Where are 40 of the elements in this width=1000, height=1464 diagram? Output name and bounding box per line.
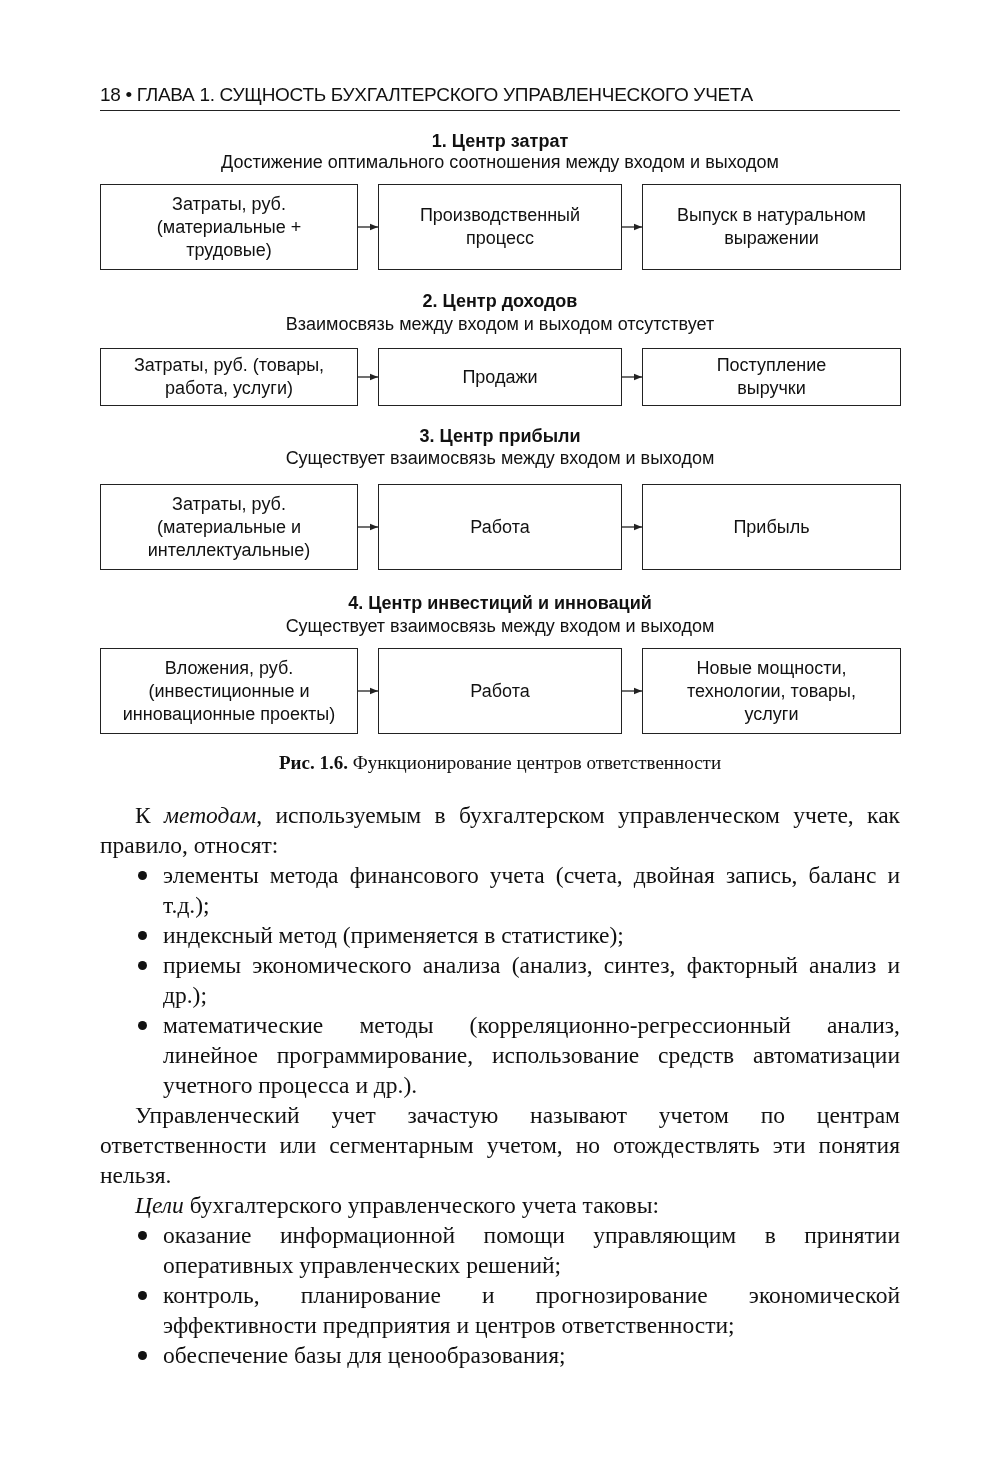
process-box: Вложения, руб. (инвестиционные и инновационные проекты) bbox=[100, 648, 358, 734]
bullet-item: математические методы (корреляционно-регрессионный анализ, линейное программирование, использование средств автоматизации учетного процесса и др.). bbox=[100, 1010, 900, 1100]
process-box: Поступление выручки bbox=[642, 348, 901, 406]
process-box: Работа bbox=[378, 484, 622, 570]
process-box: Новые мощности, технологии, товары, услуги bbox=[642, 648, 901, 734]
arrow bbox=[357, 223, 379, 231]
paragraph: Управленческий учет зачастую называют учетом по центрам ответственности или сегментарным учетом, но отождествлять эти понятия нельзя. bbox=[100, 1101, 900, 1190]
process-box: Затраты, руб. (товары, работа, услуги) bbox=[100, 348, 358, 406]
bullet-item: оказание информационной помощи управляющим в принятии оперативных управленческих решений; bbox=[100, 1220, 900, 1280]
section-subtitle: Существует взаимосвязь между входом и выходом bbox=[284, 616, 716, 637]
process-box: Затраты, руб. (материальные + трудовые) bbox=[100, 184, 358, 270]
figure-caption: Рис. 1.6. Функционирование центров ответственности bbox=[277, 752, 723, 774]
arrow bbox=[357, 373, 379, 381]
process-box: Выпуск в натуральном выражении bbox=[642, 184, 901, 270]
bullet-item: контроль, планирование и прогнозирование экономической эффективности предприятия и центров ответственности; bbox=[100, 1280, 900, 1340]
bullet-item: обеспечение базы для ценообразования; bbox=[100, 1340, 900, 1370]
bullet-item: индексный метод (применяется в статистике); bbox=[100, 920, 900, 950]
bullet-item: приемы экономического анализа (анализ, синтез, факторный анализ и др.); bbox=[100, 950, 900, 1010]
section-heading: 4. Центр инвестиций и инноваций bbox=[347, 593, 653, 614]
arrow bbox=[357, 687, 379, 695]
process-box: Производственный процесс bbox=[378, 184, 622, 270]
paragraph: К методам, используемым в бухгалтерском управленческом учете, как правило, относят: bbox=[100, 801, 900, 860]
arrow bbox=[621, 373, 643, 381]
arrow bbox=[621, 223, 643, 231]
section-subtitle: Взаимосвязь между входом и выходом отсутствует bbox=[284, 314, 716, 335]
process-box: Прибыль bbox=[642, 484, 901, 570]
bullet-item: элементы метода финансового учета (счета, двойная запись, баланс и т.д.); bbox=[100, 860, 900, 920]
arrow bbox=[621, 523, 643, 531]
paragraph: Цели бухгалтерского управленческого учета таковы: bbox=[134, 1191, 660, 1220]
section-heading: 1. Центр затрат bbox=[430, 131, 570, 152]
process-box: Продажи bbox=[378, 348, 622, 406]
process-box: Работа bbox=[378, 648, 622, 734]
section-subtitle: Существует взаимосвязь между входом и выходом bbox=[284, 448, 716, 469]
arrow bbox=[621, 687, 643, 695]
section-subtitle: Достижение оптимального соотношения между входом и выходом bbox=[220, 152, 780, 173]
process-box: Затраты, руб. (материальные и интеллектуальные) bbox=[100, 484, 358, 570]
arrow bbox=[357, 523, 379, 531]
running-header: 18 • ГЛАВА 1. СУЩНОСТЬ БУХГАЛТЕРСКОГО УПРАВЛЕНЧЕСКОГО УЧЕТА bbox=[100, 84, 753, 106]
section-heading: 3. Центр прибыли bbox=[418, 426, 582, 447]
section-heading: 2. Центр доходов bbox=[421, 291, 579, 312]
